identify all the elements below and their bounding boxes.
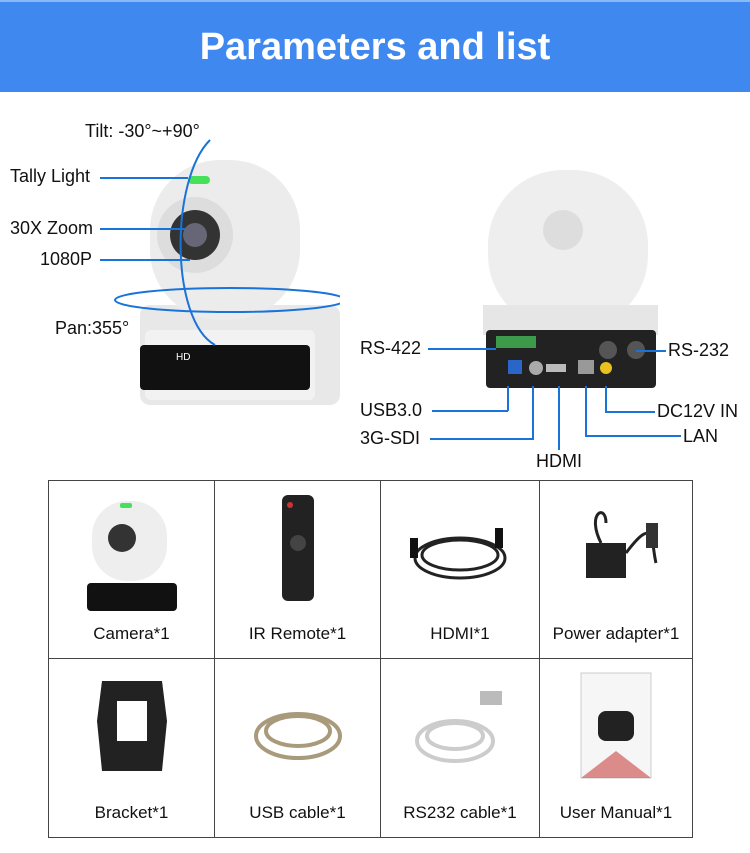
hdmi-cable-icon xyxy=(410,528,507,580)
rs232-line xyxy=(636,350,666,352)
lan-line-v xyxy=(585,386,587,436)
dc-label: DC12V IN xyxy=(657,401,739,421)
rear-camera-image xyxy=(483,170,658,388)
header-banner: Parameters and list xyxy=(0,0,750,92)
item-label: Camera*1 xyxy=(93,624,170,643)
zoom-line xyxy=(100,228,185,230)
item-label: IR Remote*1 xyxy=(248,624,347,643)
bracket-icon xyxy=(96,681,167,771)
manual-icon xyxy=(580,672,652,779)
resolution-label: 1080P xyxy=(40,249,93,269)
hd-badge: HD xyxy=(176,352,191,363)
dc-line xyxy=(605,411,655,413)
item-label: USB cable*1 xyxy=(249,803,346,822)
sdi-line-v xyxy=(532,386,534,439)
power-adapter-icon xyxy=(586,511,658,578)
package-item-rs232-cable: RS232 cable*1 xyxy=(381,659,540,837)
tally-light-label: Tally Light xyxy=(10,166,91,186)
sdi-label: 3G-SDI xyxy=(360,428,421,448)
package-item-camera: Camera*1 xyxy=(49,481,215,659)
hdmi-line-v xyxy=(558,386,560,450)
zoom-label: 30X Zoom xyxy=(10,218,94,238)
item-label: RS232 cable*1 xyxy=(403,803,517,822)
usb-line xyxy=(432,410,508,412)
sdi-line xyxy=(430,438,534,440)
pan-label: Pan:355° xyxy=(55,318,130,338)
package-item-power-adapter: Power adapter*1 xyxy=(540,481,692,659)
remote-icon xyxy=(281,495,314,601)
usb-label: USB3.0 xyxy=(360,400,423,420)
rs422-line xyxy=(428,348,496,350)
hdmi-label: HDMI xyxy=(536,451,582,471)
rs232-label: RS-232 xyxy=(668,340,730,360)
usb-cable-icon xyxy=(253,712,342,760)
tilt-label: Tilt: -30°~+90° xyxy=(85,121,200,141)
rs232-cable-icon xyxy=(415,691,502,763)
item-label: Power adapter*1 xyxy=(552,624,680,643)
lan-label: LAN xyxy=(683,426,719,446)
tally-line xyxy=(100,177,188,179)
dc-line-v xyxy=(605,386,607,412)
front-camera-image xyxy=(114,139,340,405)
item-label: HDMI*1 xyxy=(430,624,490,643)
page-title: Parameters and list xyxy=(199,25,551,68)
package-contents-grid: Camera*1 IR Remote*1 HDMI*1 Power adapte… xyxy=(48,480,693,838)
item-label: User Manual*1 xyxy=(559,803,673,822)
package-item-manual: User Manual*1 xyxy=(540,659,692,837)
package-item-usb-cable: USB cable*1 xyxy=(215,659,381,837)
item-label: Bracket*1 xyxy=(94,803,169,822)
usb-line-v xyxy=(507,386,509,411)
resolution-line xyxy=(100,259,190,261)
package-item-hdmi: HDMI*1 xyxy=(381,481,540,659)
lan-line xyxy=(585,435,681,437)
package-item-remote: IR Remote*1 xyxy=(215,481,381,659)
package-item-bracket: Bracket*1 xyxy=(49,659,215,837)
rs422-label: RS-422 xyxy=(360,338,422,358)
camera-icon xyxy=(86,501,177,611)
